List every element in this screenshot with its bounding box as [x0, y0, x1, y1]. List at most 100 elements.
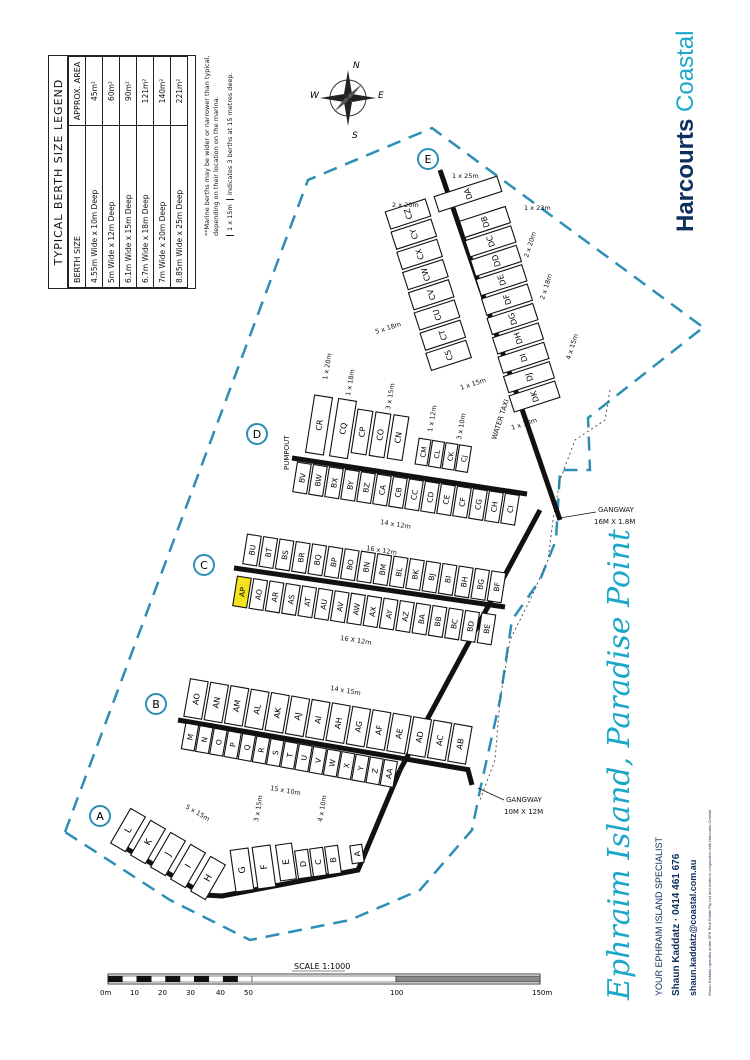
- berth-k[interactable]: K: [129, 819, 167, 865]
- berth-dg[interactable]: DG: [486, 302, 539, 336]
- berth-ak[interactable]: AK: [264, 691, 290, 734]
- berth-aj[interactable]: AJ: [284, 695, 311, 738]
- berth-bp[interactable]: BP: [323, 545, 344, 579]
- berth-at[interactable]: AT: [297, 585, 318, 619]
- berth-cz[interactable]: CZ: [384, 198, 432, 230]
- berth-cw[interactable]: CW: [401, 258, 449, 291]
- berth-bk[interactable]: BK: [405, 557, 425, 592]
- berth-s[interactable]: S: [265, 738, 285, 768]
- berth-bz[interactable]: BZ: [356, 471, 376, 505]
- berth-m[interactable]: M: [180, 722, 200, 752]
- berth-ao[interactable]: AO: [248, 577, 269, 612]
- berth-be[interactable]: BE: [476, 612, 497, 646]
- berth-b[interactable]: B: [323, 844, 343, 876]
- berth-ce[interactable]: CE: [436, 483, 456, 517]
- berth-p[interactable]: P: [223, 730, 242, 760]
- berth-am[interactable]: AM: [223, 684, 250, 727]
- berth-df[interactable]: DF: [480, 283, 534, 316]
- berth-ax[interactable]: AX: [362, 595, 383, 629]
- berth-bl[interactable]: BL: [388, 555, 409, 589]
- berth-r[interactable]: R: [251, 735, 271, 765]
- berth-i[interactable]: I: [169, 843, 207, 889]
- berth-u[interactable]: U: [294, 743, 313, 773]
- berth-ci[interactable]: CI: [500, 492, 520, 526]
- berth-bu[interactable]: BU: [242, 533, 262, 567]
- berth-ay[interactable]: AY: [378, 597, 399, 631]
- berth-br[interactable]: BR: [291, 540, 311, 574]
- berth-ad[interactable]: AD: [406, 716, 433, 758]
- berth-ag[interactable]: AG: [345, 705, 372, 748]
- berth-bi[interactable]: BI: [437, 562, 458, 596]
- berth-z[interactable]: Z: [365, 756, 384, 786]
- berth-an[interactable]: AN: [203, 681, 230, 724]
- berth-cn[interactable]: CN: [386, 414, 410, 462]
- berth-h[interactable]: H: [189, 855, 227, 901]
- berth-o[interactable]: O: [209, 727, 228, 757]
- berth-cg[interactable]: CG: [468, 487, 488, 521]
- berth-cx[interactable]: CX: [396, 238, 444, 271]
- berth-cr[interactable]: CR: [304, 394, 334, 456]
- berth-co[interactable]: CO: [368, 411, 392, 459]
- berth-aa[interactable]: AA: [379, 758, 399, 788]
- berth-ai[interactable]: AI: [305, 698, 331, 741]
- berth-cd[interactable]: CD: [420, 480, 440, 514]
- berth-bx[interactable]: BX: [324, 466, 344, 500]
- berth-bv[interactable]: BV: [292, 461, 312, 495]
- berth-cj[interactable]: CJ: [454, 444, 473, 474]
- berth-de[interactable]: DE: [475, 264, 528, 297]
- berth-cv[interactable]: CV: [407, 279, 455, 311]
- berth-ck[interactable]: CK: [441, 441, 459, 471]
- berth-al[interactable]: AL: [244, 688, 270, 731]
- berth-bd[interactable]: BD: [460, 609, 481, 643]
- berth-e[interactable]: E: [274, 842, 298, 882]
- berth-ae[interactable]: AE: [386, 712, 412, 755]
- berth-ac[interactable]: AC: [426, 719, 453, 762]
- berth-av[interactable]: AV: [329, 590, 350, 624]
- berth-cf[interactable]: CF: [452, 485, 472, 519]
- berth-ct[interactable]: CT: [419, 319, 467, 351]
- berth-db[interactable]: DB: [458, 205, 512, 239]
- berth-cb[interactable]: CB: [388, 475, 408, 509]
- berth-x[interactable]: X: [336, 751, 356, 781]
- berth-ao[interactable]: AO: [183, 678, 209, 720]
- berth-y[interactable]: Y: [351, 753, 370, 783]
- berth-af[interactable]: AF: [365, 709, 392, 751]
- berth-as[interactable]: AS: [281, 582, 301, 616]
- berth-au[interactable]: AU: [313, 587, 334, 621]
- berth-bm[interactable]: BM: [372, 553, 393, 587]
- berth-d[interactable]: D: [293, 848, 313, 880]
- berth-bc[interactable]: BC: [444, 607, 464, 641]
- berth-dk[interactable]: DK: [508, 380, 561, 413]
- berth-g[interactable]: G: [229, 847, 255, 893]
- berth-bf[interactable]: BF: [486, 570, 507, 604]
- berth-cs[interactable]: CS: [425, 339, 473, 372]
- berth-ba[interactable]: BA: [411, 602, 432, 636]
- berth-dc[interactable]: DC: [464, 225, 517, 258]
- berth-bo[interactable]: BO: [339, 548, 360, 582]
- berth-ah[interactable]: AH: [325, 702, 351, 745]
- berth-dd[interactable]: DD: [469, 244, 523, 277]
- berth-f[interactable]: F: [251, 844, 277, 890]
- berth-ap[interactable]: AP: [232, 575, 252, 609]
- berth-dh[interactable]: DH: [491, 322, 545, 355]
- berth-aw[interactable]: AW: [346, 592, 366, 626]
- berth-cq[interactable]: CQ: [328, 397, 358, 460]
- berth-l[interactable]: L: [109, 807, 147, 853]
- berth-cm[interactable]: CM: [414, 437, 432, 467]
- berth-bt[interactable]: BT: [258, 535, 279, 570]
- berth-dj[interactable]: DJ: [502, 361, 556, 394]
- berth-t[interactable]: T: [280, 740, 299, 770]
- berth-ar[interactable]: AR: [264, 580, 285, 614]
- berth-bq[interactable]: BQ: [307, 543, 328, 577]
- berth-j[interactable]: J: [149, 831, 187, 877]
- berth-bh[interactable]: BH: [454, 565, 474, 599]
- berth-di[interactable]: DI: [497, 341, 550, 374]
- berth-ca[interactable]: CA: [372, 473, 392, 507]
- berth-cy[interactable]: CY: [390, 218, 438, 250]
- berth-a[interactable]: A: [349, 843, 365, 865]
- berth-by[interactable]: BY: [340, 468, 360, 502]
- berth-c[interactable]: C: [308, 846, 328, 878]
- berth-bw[interactable]: BW: [308, 463, 328, 497]
- berth-q[interactable]: Q: [237, 732, 257, 762]
- berth-az[interactable]: AZ: [395, 599, 415, 634]
